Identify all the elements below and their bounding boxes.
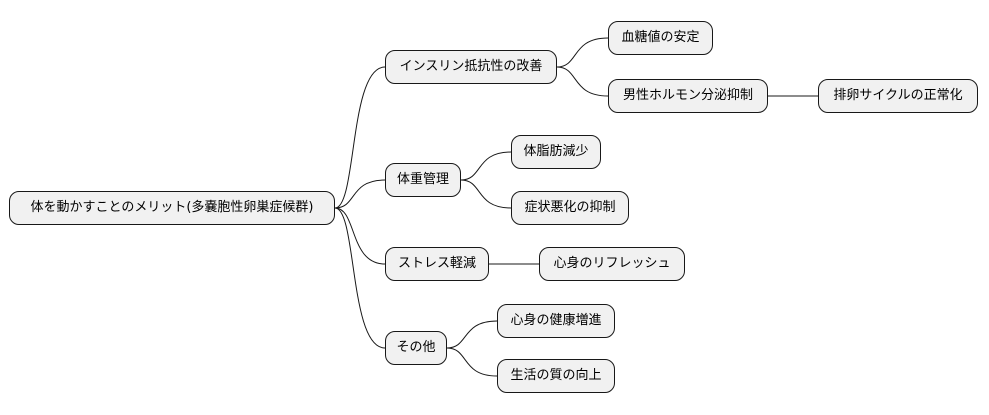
leaf-blood-sugar-stability: 血糖値の安定	[608, 21, 713, 55]
branch-stress-reduction: ストレス軽減	[385, 247, 489, 281]
edge-weight-body-fat	[460, 151, 512, 181]
leaf-quality-of-life: 生活の質の向上	[497, 359, 615, 393]
edge-other-quality	[446, 347, 498, 377]
leaf-body-fat-reduction: 体脂肪減少	[511, 135, 601, 169]
edge-insulin-blood-sugar	[556, 37, 609, 68]
branch-weight-management: 体重管理	[385, 163, 461, 197]
branch-other: その他	[385, 331, 447, 365]
edge-root-other	[334, 207, 386, 349]
leaf-ovulation-normalization: 排卵サイクルの正常化	[818, 79, 978, 113]
leaf-symptom-suppression: 症状悪化の抑制	[511, 191, 629, 225]
root-node: 体を動かすことのメリット(多嚢胞性卵巣症候群)	[9, 191, 335, 225]
edge-root-insulin	[334, 66, 386, 209]
leaf-androgen-suppression: 男性ホルモン分泌抑制	[608, 79, 768, 113]
leaf-health-promotion: 心身の健康増進	[497, 304, 615, 338]
leaf-mind-body-refresh: 心身のリフレッシュ	[539, 247, 685, 281]
edge-root-stress	[334, 207, 386, 265]
edge-other-health	[446, 320, 498, 349]
edge-insulin-androgen	[556, 66, 609, 97]
edge-weight-symptom	[460, 179, 512, 209]
branch-insulin-resistance: インスリン抵抗性の改善	[385, 50, 557, 84]
edge-root-weight	[334, 179, 386, 209]
